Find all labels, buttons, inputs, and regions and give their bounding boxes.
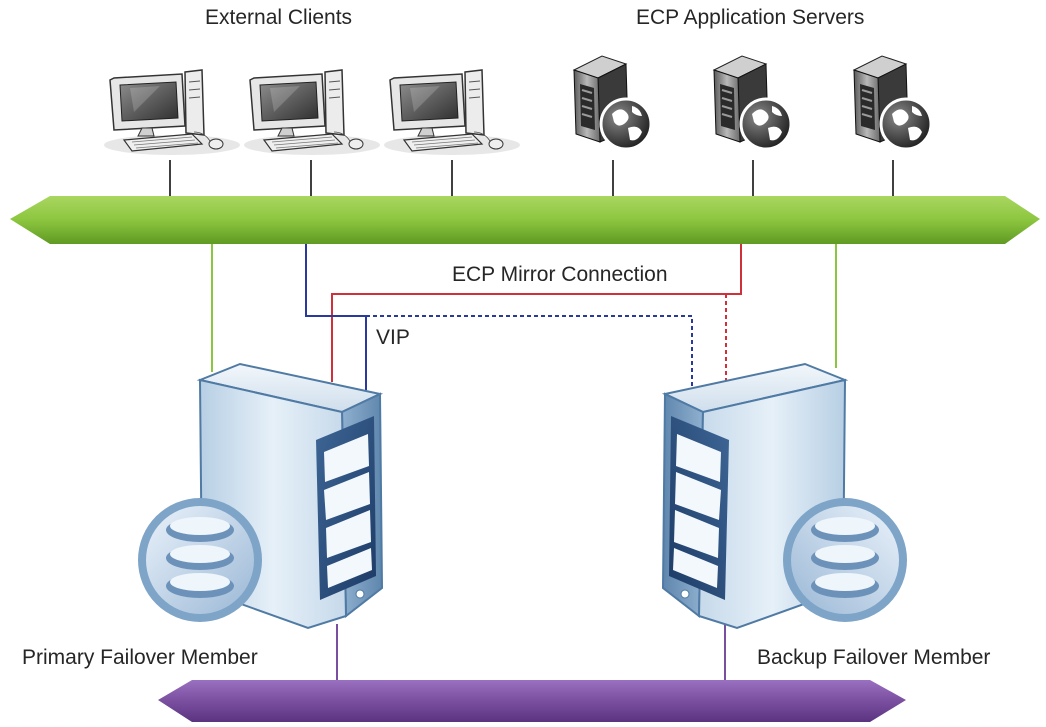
private-network-links [336, 624, 726, 680]
desktop-computer-icon [243, 69, 381, 156]
private-network-bus [158, 680, 906, 722]
backup-failover-member-label: Backup Failover Member [757, 646, 991, 669]
database-server-icon [137, 363, 383, 629]
primary-failover-member-label: Primary Failover Member [22, 646, 258, 669]
public-network-links [211, 244, 837, 372]
public-network-bus [10, 196, 1040, 244]
desktop-computer-icon [103, 69, 241, 156]
client-links [169, 160, 894, 198]
database-server-icon [662, 363, 908, 629]
vip-label: VIP [376, 326, 410, 349]
vip-line [305, 244, 693, 390]
web-server-icon [852, 54, 933, 151]
ecp-mirror-connection-line [331, 244, 742, 384]
ecp-mirror-connection-label: ECP Mirror Connection [452, 263, 668, 286]
ecp-application-servers-label: ECP Application Servers [636, 6, 865, 29]
web-server-icon [572, 54, 653, 151]
web-server-icon [712, 54, 793, 151]
external-clients-label: External Clients [205, 6, 353, 29]
desktop-computer-icon [383, 69, 521, 156]
